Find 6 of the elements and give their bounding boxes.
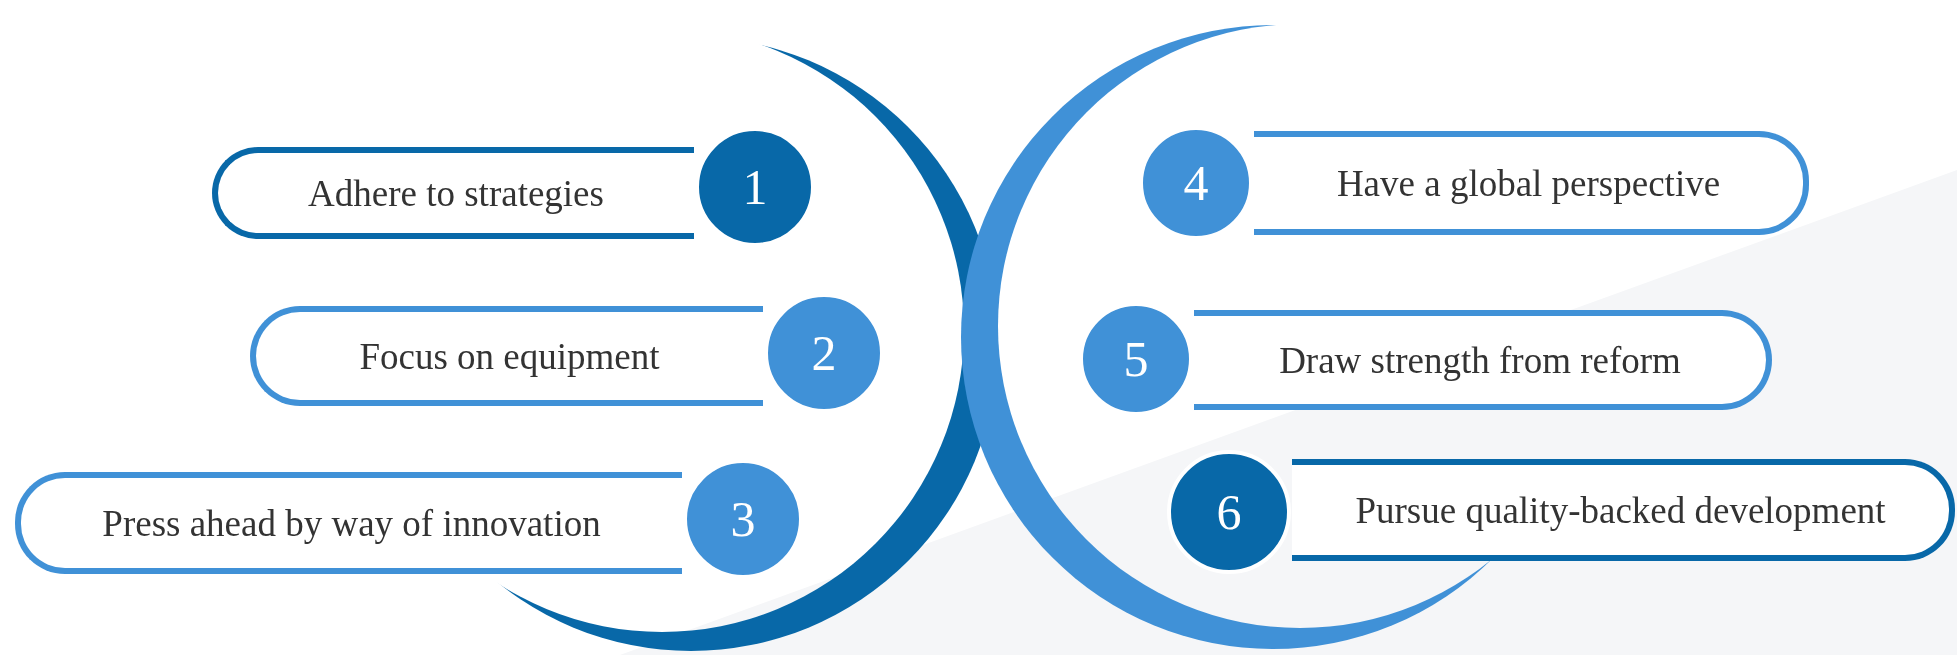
text-pill: Press ahead by way of innovation — [15, 472, 682, 574]
text-pill: Pursue quality-backed development — [1292, 459, 1955, 561]
text-pill: Have a global perspective — [1254, 131, 1809, 235]
text-pill: Focus on equipment — [250, 306, 763, 406]
text-pill: Adhere to strategies — [212, 147, 694, 239]
text-pill: Draw strength from reform — [1194, 310, 1772, 410]
